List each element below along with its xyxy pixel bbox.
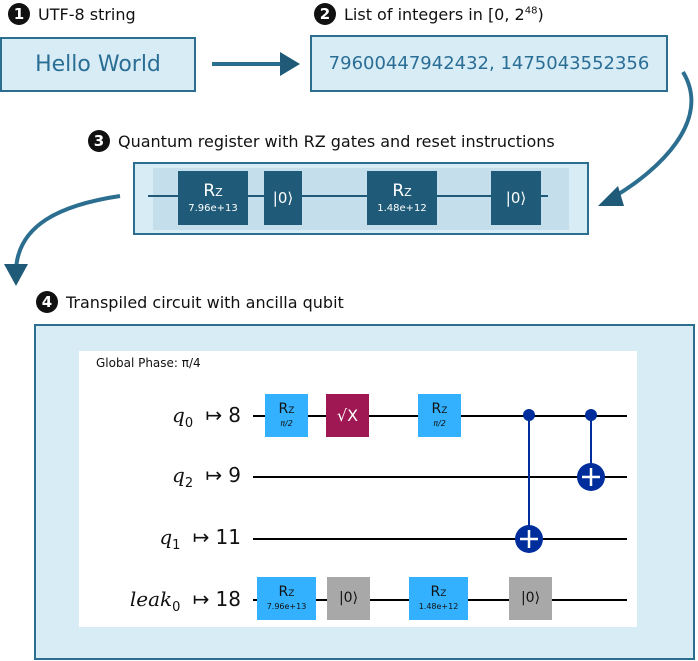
step-1-label: 1 UTF-8 string	[8, 3, 136, 25]
rz-gate-q0-1: RZ π/2	[265, 394, 308, 437]
rz-gate-leak0-1: RZ 7.96e+13	[257, 577, 316, 620]
arrow-1-to-2	[212, 52, 300, 76]
step-2-number: 2	[314, 3, 336, 25]
input-string-text: Hello World	[35, 52, 161, 77]
step-4-number: 4	[36, 291, 58, 313]
step-2-label: 2 List of integers in [0, 248)	[314, 3, 544, 25]
reset-gate-leak0-1: |0⟩	[327, 577, 370, 620]
step-3-number: 3	[88, 130, 110, 152]
reset-gate-leak0-2: |0⟩	[509, 577, 552, 620]
qubit-label-q2: q2 ↦9	[172, 463, 241, 491]
integers-box	[310, 35, 668, 92]
step-4-text: Transpiled circuit with ancilla qubit	[66, 292, 344, 312]
step-3-label: 3 Quantum register with RZ gates and res…	[88, 130, 555, 152]
register-rz-gate-1: RZ 7.96e+13	[178, 171, 248, 225]
step-1-number: 1	[8, 3, 30, 25]
step-2-text: List of integers in [0, 248)	[344, 4, 544, 24]
register-reset-gate-1: |0⟩	[264, 171, 302, 225]
step-1-text: UTF-8 string	[38, 4, 136, 24]
input-string-box	[0, 37, 196, 92]
wire-q1	[253, 538, 627, 540]
global-phase: Global Phase: π/4	[96, 356, 201, 370]
arrow-2-to-3	[598, 70, 694, 206]
qubit-label-q0: q0 ↦8	[172, 403, 241, 431]
arrow-3-to-4	[4, 194, 121, 286]
step-4-label: 4 Transpiled circuit with ancilla qubit	[36, 291, 344, 313]
integers-text: 79600447942432, 1475043552356	[328, 53, 650, 74]
register-rz-gate-2: RZ 1.48e+12	[367, 171, 437, 225]
rz-gate-q0-2: RZ π/2	[418, 394, 461, 437]
qubit-label-leak0: leak0 ↦18	[129, 587, 241, 615]
register-wire	[148, 195, 548, 197]
register-reset-gate-2: |0⟩	[491, 171, 541, 225]
step-3-text: Quantum register with RZ gates and reset…	[118, 131, 555, 151]
rz-gate-leak0-2: RZ 1.48e+12	[409, 577, 468, 620]
wire-q2	[253, 476, 627, 478]
sx-gate-q0: √X	[326, 394, 369, 437]
qubit-label-q1: q1 ↦11	[159, 525, 241, 553]
